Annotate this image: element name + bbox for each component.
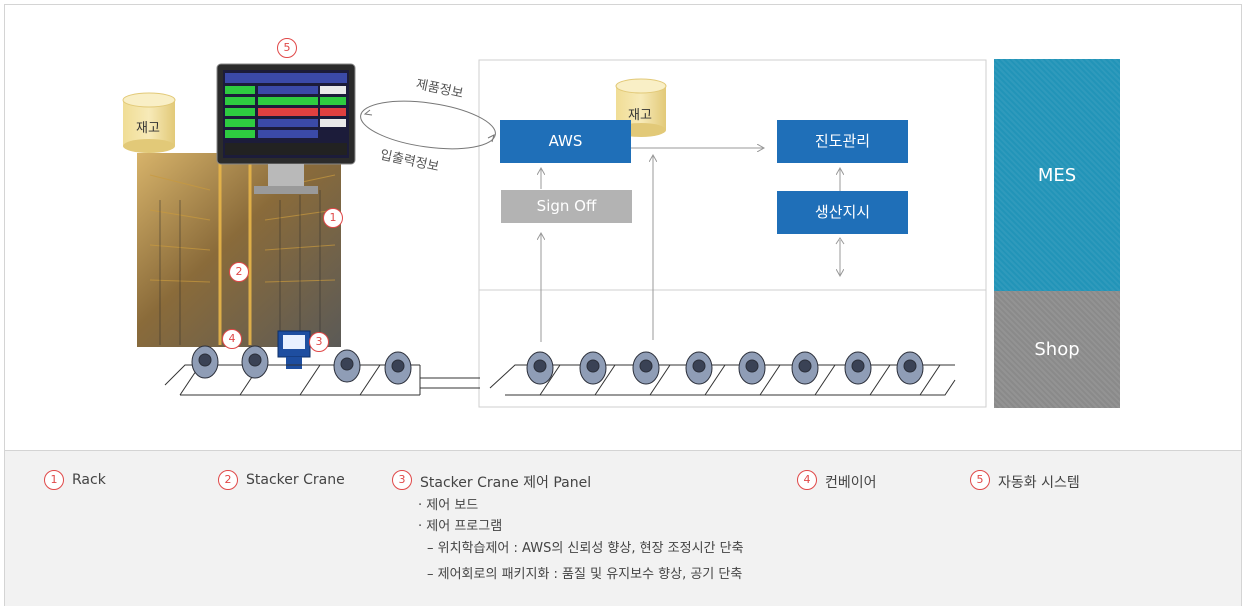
marker-4: 4	[222, 329, 242, 349]
legend-rack: Rack	[72, 472, 106, 488]
panel-detail-packaging: – 제어회로의 패키지화 : 품질 및 유지보수 향상, 공기 단축	[427, 567, 743, 582]
legend-marker-4: 4	[797, 470, 817, 490]
legend-stacker-crane: Stacker Crane	[246, 472, 345, 488]
production-order-box: 생산지시	[777, 191, 908, 234]
shop-label: Shop	[1034, 339, 1080, 360]
marker-1: 1	[323, 208, 343, 228]
engines-right	[526, 351, 924, 385]
flow-arrows	[541, 148, 845, 342]
mes-label: MES	[1037, 164, 1077, 186]
control-panel	[277, 330, 311, 369]
aws-box: AWS	[500, 120, 631, 163]
legend-control-panel: Stacker Crane 제어 Panel	[420, 475, 592, 491]
marker-2: 2	[229, 262, 249, 282]
stock-cylinder-left	[122, 92, 176, 153]
legend-marker-3: 3	[392, 470, 412, 490]
panel-detail-board: · 제어 보드	[418, 498, 479, 513]
panel-detail-position-learning: – 위치학습제어 : AWS의 신뢰성 향상, 현장 조정시간 단축	[427, 541, 744, 556]
sign-off-box: Sign Off	[501, 190, 632, 223]
stock-label-right: 재고	[628, 108, 652, 123]
panel-detail-program: · 제어 프로그램	[418, 519, 503, 534]
warehouse-rack-image	[137, 153, 341, 347]
mes-box: MES	[994, 59, 1120, 291]
legend-conveyor: 컨베이어	[825, 475, 877, 491]
legend-marker-5: 5	[970, 470, 990, 490]
legend-area	[5, 450, 1241, 606]
progress-box: 진도관리	[777, 120, 908, 163]
engines-left	[191, 345, 412, 385]
info-exchange-loop	[360, 100, 496, 150]
marker-5: 5	[277, 38, 297, 58]
legend-automation-system: 자동화 시스템	[998, 475, 1080, 491]
legend-marker-1: 1	[44, 470, 64, 490]
shop-box: Shop	[994, 291, 1120, 408]
legend-marker-2: 2	[218, 470, 238, 490]
mes-monitor	[216, 63, 356, 194]
stock-label-left: 재고	[136, 121, 160, 136]
marker-3: 3	[309, 332, 329, 352]
